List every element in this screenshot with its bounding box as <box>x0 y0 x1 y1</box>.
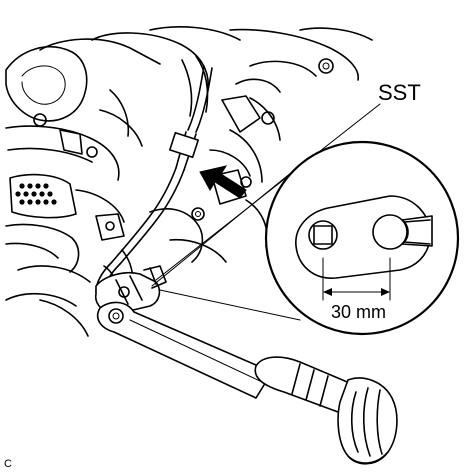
callout-leaders <box>151 103 381 321</box>
engine-bay-background <box>5 26 373 337</box>
detail-magnifier <box>264 140 460 336</box>
sst-label: SST <box>378 80 421 105</box>
connector-dot-cluster <box>15 183 57 205</box>
figure-corner-code: C <box>4 458 12 470</box>
dimension-label: 30 mm <box>331 302 386 322</box>
fluid-line <box>95 65 213 295</box>
direction-arrow-icon <box>199 165 247 199</box>
torque-wrench <box>96 301 398 465</box>
